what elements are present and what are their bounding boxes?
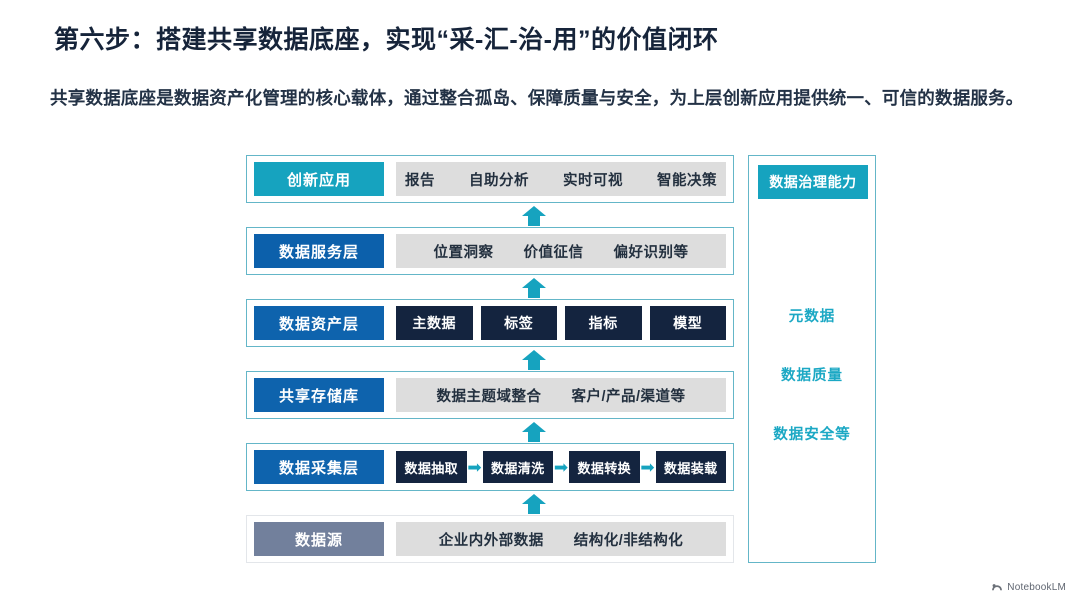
layer-row-data-service[interactable]: 数据服务层 位置洞察 价值征信 偏好识别等	[246, 227, 734, 275]
layer-row-data-asset[interactable]: 数据资产层 主数据 标签 指标 模型	[246, 299, 734, 347]
chip-row: 主数据 标签 指标 模型	[396, 306, 726, 340]
flow-arrow-up-icon	[521, 205, 547, 227]
governance-item-data-quality: 数据质量	[781, 368, 843, 384]
layer-tag-innovation-application: 创新应用	[254, 162, 384, 196]
notebooklm-label: NotebookLM	[1007, 581, 1066, 593]
etl-pipeline: 数据抽取 ➡ 数据清洗 ➡ 数据转换 ➡ 数据装载	[396, 450, 726, 484]
notebooklm-watermark: NotebookLM	[991, 581, 1066, 593]
layer-tag-data-collection: 数据采集层	[254, 450, 384, 484]
band-item: 实时可视	[563, 172, 623, 189]
page-title: 第六步：搭建共享数据底座，实现“采-汇-治-用”的价值闭环	[54, 26, 719, 54]
etl-step-cleanse[interactable]: 数据清洗	[482, 451, 553, 483]
flow-arrow-up-icon	[521, 349, 547, 371]
band-item: 报告	[405, 172, 435, 189]
band-item: 客户/产品/渠道等	[571, 388, 686, 405]
layer-content-shared-storage: 数据主题域整合 客户/产品/渠道等	[396, 378, 726, 412]
band-item: 智能决策	[657, 172, 717, 189]
content-band: 企业内外部数据 结构化/非结构化	[396, 522, 726, 556]
flow-arrow-up-icon	[521, 277, 547, 299]
layer-content-data-collection: 数据抽取 ➡ 数据清洗 ➡ 数据转换 ➡ 数据装载	[396, 450, 726, 484]
layer-row-data-source[interactable]: 数据源 企业内外部数据 结构化/非结构化	[246, 515, 734, 563]
band-item: 企业内外部数据	[438, 532, 544, 549]
band-item: 位置洞察	[433, 244, 494, 261]
flow-arrow-up-icon	[521, 493, 547, 515]
arrow-right-icon: ➡	[467, 457, 482, 477]
layer-row-data-collection[interactable]: 数据采集层 数据抽取 ➡ 数据清洗 ➡ 数据转换 ➡ 数据装载	[246, 443, 734, 491]
layer-content-innovation-application: 报告 自助分析 实时可视 智能决策	[396, 162, 726, 196]
layer-content-data-asset: 主数据 标签 指标 模型	[396, 306, 726, 340]
content-band: 报告 自助分析 实时可视 智能决策	[396, 162, 726, 196]
governance-item-data-security: 数据安全等	[773, 427, 851, 443]
governance-panel-header: 数据治理能力	[758, 165, 868, 199]
layer-stack: 创新应用 报告 自助分析 实时可视 智能决策 数据服务层 位置洞察	[246, 155, 736, 563]
band-item: 结构化/非结构化	[573, 532, 684, 549]
band-item: 数据主题域整合	[436, 388, 542, 405]
layer-content-data-service: 位置洞察 价值征信 偏好识别等	[396, 234, 726, 268]
page-subtitle: 共享数据底座是数据资产化管理的核心载体，通过整合孤岛、保障质量与安全，为上层创新…	[50, 88, 1024, 108]
layer-tag-data-asset: 数据资产层	[254, 306, 384, 340]
band-item: 自助分析	[469, 172, 529, 189]
asset-chip-model[interactable]: 模型	[649, 306, 726, 340]
asset-chip-master-data[interactable]: 主数据	[396, 306, 473, 340]
layer-tag-shared-storage: 共享存储库	[254, 378, 384, 412]
arrow-right-icon: ➡	[640, 457, 655, 477]
content-band: 数据主题域整合 客户/产品/渠道等	[396, 378, 726, 412]
band-item: 偏好识别等	[613, 244, 689, 261]
content-band: 位置洞察 价值征信 偏好识别等	[396, 234, 726, 268]
governance-panel: 数据治理能力 元数据 数据质量 数据安全等	[748, 155, 876, 563]
flow-arrow-up-icon	[521, 421, 547, 443]
notebooklm-logo-icon	[991, 581, 1003, 593]
asset-chip-metric[interactable]: 指标	[565, 306, 642, 340]
arrow-right-icon: ➡	[553, 457, 569, 477]
etl-step-load[interactable]: 数据装载	[655, 451, 726, 483]
layer-tag-data-service: 数据服务层	[254, 234, 384, 268]
layer-content-data-source: 企业内外部数据 结构化/非结构化	[396, 522, 726, 556]
band-item: 价值征信	[523, 244, 584, 261]
layer-row-shared-storage[interactable]: 共享存储库 数据主题域整合 客户/产品/渠道等	[246, 371, 734, 419]
governance-item-metadata: 元数据	[788, 309, 836, 325]
architecture-diagram: 创新应用 报告 自助分析 实时可视 智能决策 数据服务层 位置洞察	[246, 155, 876, 563]
etl-step-extract[interactable]: 数据抽取	[396, 451, 467, 483]
layer-tag-data-source: 数据源	[254, 522, 384, 556]
asset-chip-tag[interactable]: 标签	[480, 306, 557, 340]
etl-step-transform[interactable]: 数据转换	[569, 451, 640, 483]
layer-row-innovation-application[interactable]: 创新应用 报告 自助分析 实时可视 智能决策	[246, 155, 734, 203]
